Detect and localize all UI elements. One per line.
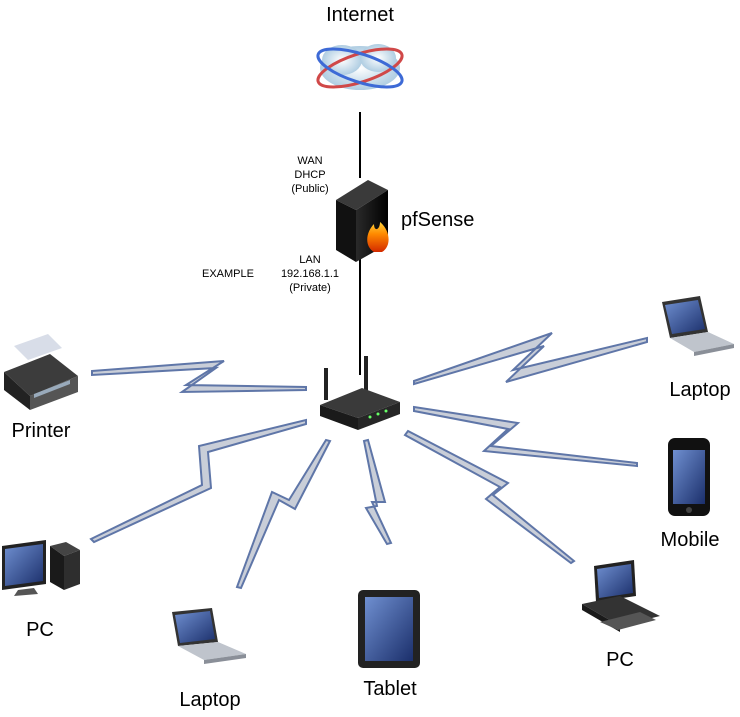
mobile-icon bbox=[668, 438, 710, 516]
wireless-link-printer bbox=[91, 360, 307, 394]
printer-icon bbox=[4, 334, 78, 410]
lan-label-line-2: 192.168.1.1 bbox=[281, 268, 339, 280]
laptop-bottom-label: Laptop bbox=[179, 689, 240, 711]
wan-label-line-3: (Public) bbox=[291, 183, 328, 195]
tablet-icon bbox=[358, 590, 420, 668]
laptop-right-label: Laptop bbox=[669, 379, 730, 401]
wireless-router-icon bbox=[320, 356, 400, 430]
wan-label-line-1: WAN bbox=[297, 155, 322, 167]
wireless-link-laptop-bottom bbox=[235, 438, 332, 590]
laptop-bottom-icon bbox=[172, 608, 246, 664]
example-label: EXAMPLE bbox=[202, 268, 254, 280]
pfsense-server-icon bbox=[336, 180, 389, 262]
wireless-link-pc-right bbox=[403, 429, 576, 565]
wan-label-line-2: DHCP bbox=[294, 169, 325, 181]
internet-label: Internet bbox=[326, 4, 394, 26]
mobile-label: Mobile bbox=[661, 529, 720, 551]
internet-cloud-icon bbox=[316, 44, 404, 90]
wireless-link-laptop-right bbox=[413, 332, 648, 386]
pc-left-icon bbox=[2, 540, 80, 596]
wireless-link-mobile bbox=[413, 405, 638, 468]
laptop-right-icon bbox=[662, 296, 734, 356]
wireless-link-pc-left bbox=[89, 418, 307, 544]
pc-right-label: PC bbox=[606, 649, 634, 671]
printer-label: Printer bbox=[12, 420, 71, 442]
lan-label-line-1: LAN bbox=[299, 254, 320, 266]
lan-label-line-3: (Private) bbox=[289, 282, 331, 294]
pc-right-icon bbox=[582, 560, 660, 632]
pc-left-label: PC bbox=[26, 619, 54, 641]
tablet-label: Tablet bbox=[363, 678, 417, 700]
wireless-link-tablet bbox=[362, 438, 393, 546]
pfsense-label: pfSense bbox=[401, 209, 474, 231]
